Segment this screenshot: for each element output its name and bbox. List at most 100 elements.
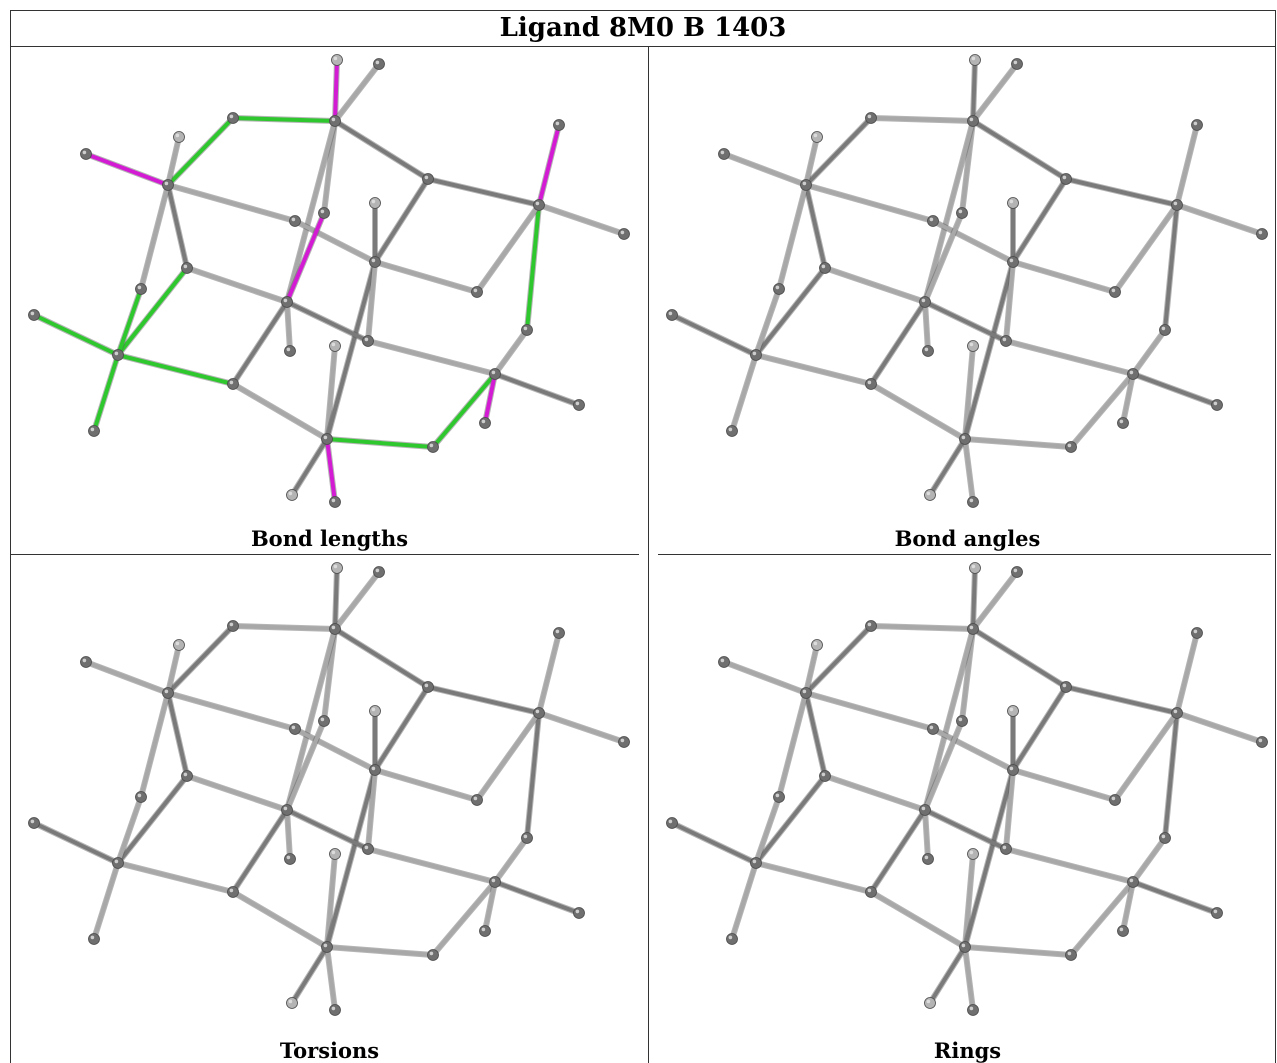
bond bbox=[231, 300, 289, 386]
atom bbox=[321, 941, 333, 953]
atom-highlight bbox=[969, 625, 974, 630]
bond bbox=[1121, 880, 1135, 933]
bond bbox=[537, 631, 561, 715]
atom bbox=[489, 876, 501, 888]
atom bbox=[227, 620, 239, 632]
bond bbox=[366, 768, 377, 851]
atom-highlight bbox=[364, 845, 369, 850]
atom-highlight bbox=[668, 819, 673, 824]
atom bbox=[373, 58, 385, 70]
atom-highlight bbox=[668, 311, 673, 316]
bond bbox=[931, 219, 1015, 264]
bond bbox=[426, 685, 541, 715]
bond bbox=[1011, 177, 1068, 264]
bond bbox=[963, 344, 975, 441]
atom-highlight bbox=[229, 888, 234, 893]
bond bbox=[730, 861, 758, 941]
bond bbox=[493, 880, 581, 915]
atom-highlight bbox=[929, 217, 934, 222]
atom-highlight bbox=[473, 288, 478, 293]
atom bbox=[956, 715, 968, 727]
atom bbox=[1000, 335, 1012, 347]
atom-highlight bbox=[926, 491, 931, 496]
atom-highlight bbox=[1258, 230, 1263, 235]
bond bbox=[285, 808, 292, 861]
bond bbox=[166, 691, 297, 731]
atom bbox=[819, 262, 831, 274]
bond bbox=[285, 300, 370, 343]
bond bbox=[928, 945, 967, 1005]
bond bbox=[166, 183, 297, 223]
atom-highlight bbox=[775, 793, 780, 798]
atom bbox=[284, 853, 296, 865]
bond bbox=[1011, 768, 1117, 802]
bond bbox=[1064, 685, 1179, 715]
bond bbox=[1004, 847, 1135, 884]
panel-bond-lengths: Bond lengths bbox=[11, 48, 648, 554]
bond bbox=[166, 116, 235, 187]
bond bbox=[923, 808, 1008, 851]
atom bbox=[362, 843, 374, 855]
atom-highlight bbox=[291, 725, 296, 730]
atom bbox=[173, 639, 185, 651]
bond bbox=[928, 437, 967, 497]
bond bbox=[333, 58, 339, 123]
bond bbox=[290, 437, 329, 497]
bond bbox=[1069, 372, 1135, 449]
bond bbox=[333, 62, 381, 123]
atom-highlight bbox=[371, 199, 376, 204]
atom bbox=[479, 925, 491, 937]
atom-highlight bbox=[375, 568, 380, 573]
bond bbox=[1175, 203, 1264, 236]
bond bbox=[869, 890, 967, 949]
bond bbox=[1004, 260, 1015, 343]
bond bbox=[754, 795, 781, 865]
atom-highlight bbox=[720, 150, 725, 155]
atom bbox=[284, 345, 296, 357]
bond bbox=[804, 116, 873, 187]
bond bbox=[325, 437, 337, 504]
atom-highlight bbox=[821, 264, 826, 269]
atom-highlight bbox=[523, 834, 528, 839]
bond bbox=[869, 808, 927, 894]
atom-highlight bbox=[288, 491, 293, 496]
bond bbox=[1131, 372, 1219, 407]
atom-highlight bbox=[424, 683, 429, 688]
atom-highlight bbox=[90, 427, 95, 432]
bond bbox=[293, 219, 377, 264]
atom bbox=[369, 705, 381, 717]
bond bbox=[754, 287, 781, 357]
atom-highlight bbox=[555, 121, 560, 126]
atom bbox=[88, 933, 100, 945]
bond bbox=[285, 719, 326, 812]
atom bbox=[471, 794, 483, 806]
atom-highlight bbox=[775, 285, 780, 290]
atom-highlight bbox=[971, 56, 976, 61]
atom bbox=[927, 215, 939, 227]
bond bbox=[804, 624, 873, 695]
atom bbox=[1065, 441, 1077, 453]
atom-highlight bbox=[1067, 443, 1072, 448]
atom bbox=[329, 623, 341, 635]
bond bbox=[960, 119, 975, 215]
bond bbox=[1011, 685, 1068, 772]
atom bbox=[924, 489, 936, 501]
atom bbox=[865, 886, 877, 898]
bond bbox=[166, 135, 181, 187]
bond bbox=[963, 945, 1073, 957]
bond bbox=[971, 570, 1019, 631]
bond bbox=[971, 62, 1019, 123]
atom-highlight bbox=[1161, 834, 1166, 839]
atom bbox=[718, 656, 730, 668]
panel-caption: Torsions bbox=[279, 1038, 380, 1063]
bond bbox=[325, 437, 435, 449]
bond bbox=[366, 260, 377, 343]
atom-highlight bbox=[867, 888, 872, 893]
atom-highlight bbox=[1173, 709, 1178, 714]
atom-highlight bbox=[30, 311, 35, 316]
atom bbox=[329, 1004, 341, 1016]
atom bbox=[329, 115, 341, 127]
atom-highlight bbox=[802, 181, 807, 186]
bond bbox=[493, 328, 529, 376]
bond bbox=[963, 945, 975, 1012]
